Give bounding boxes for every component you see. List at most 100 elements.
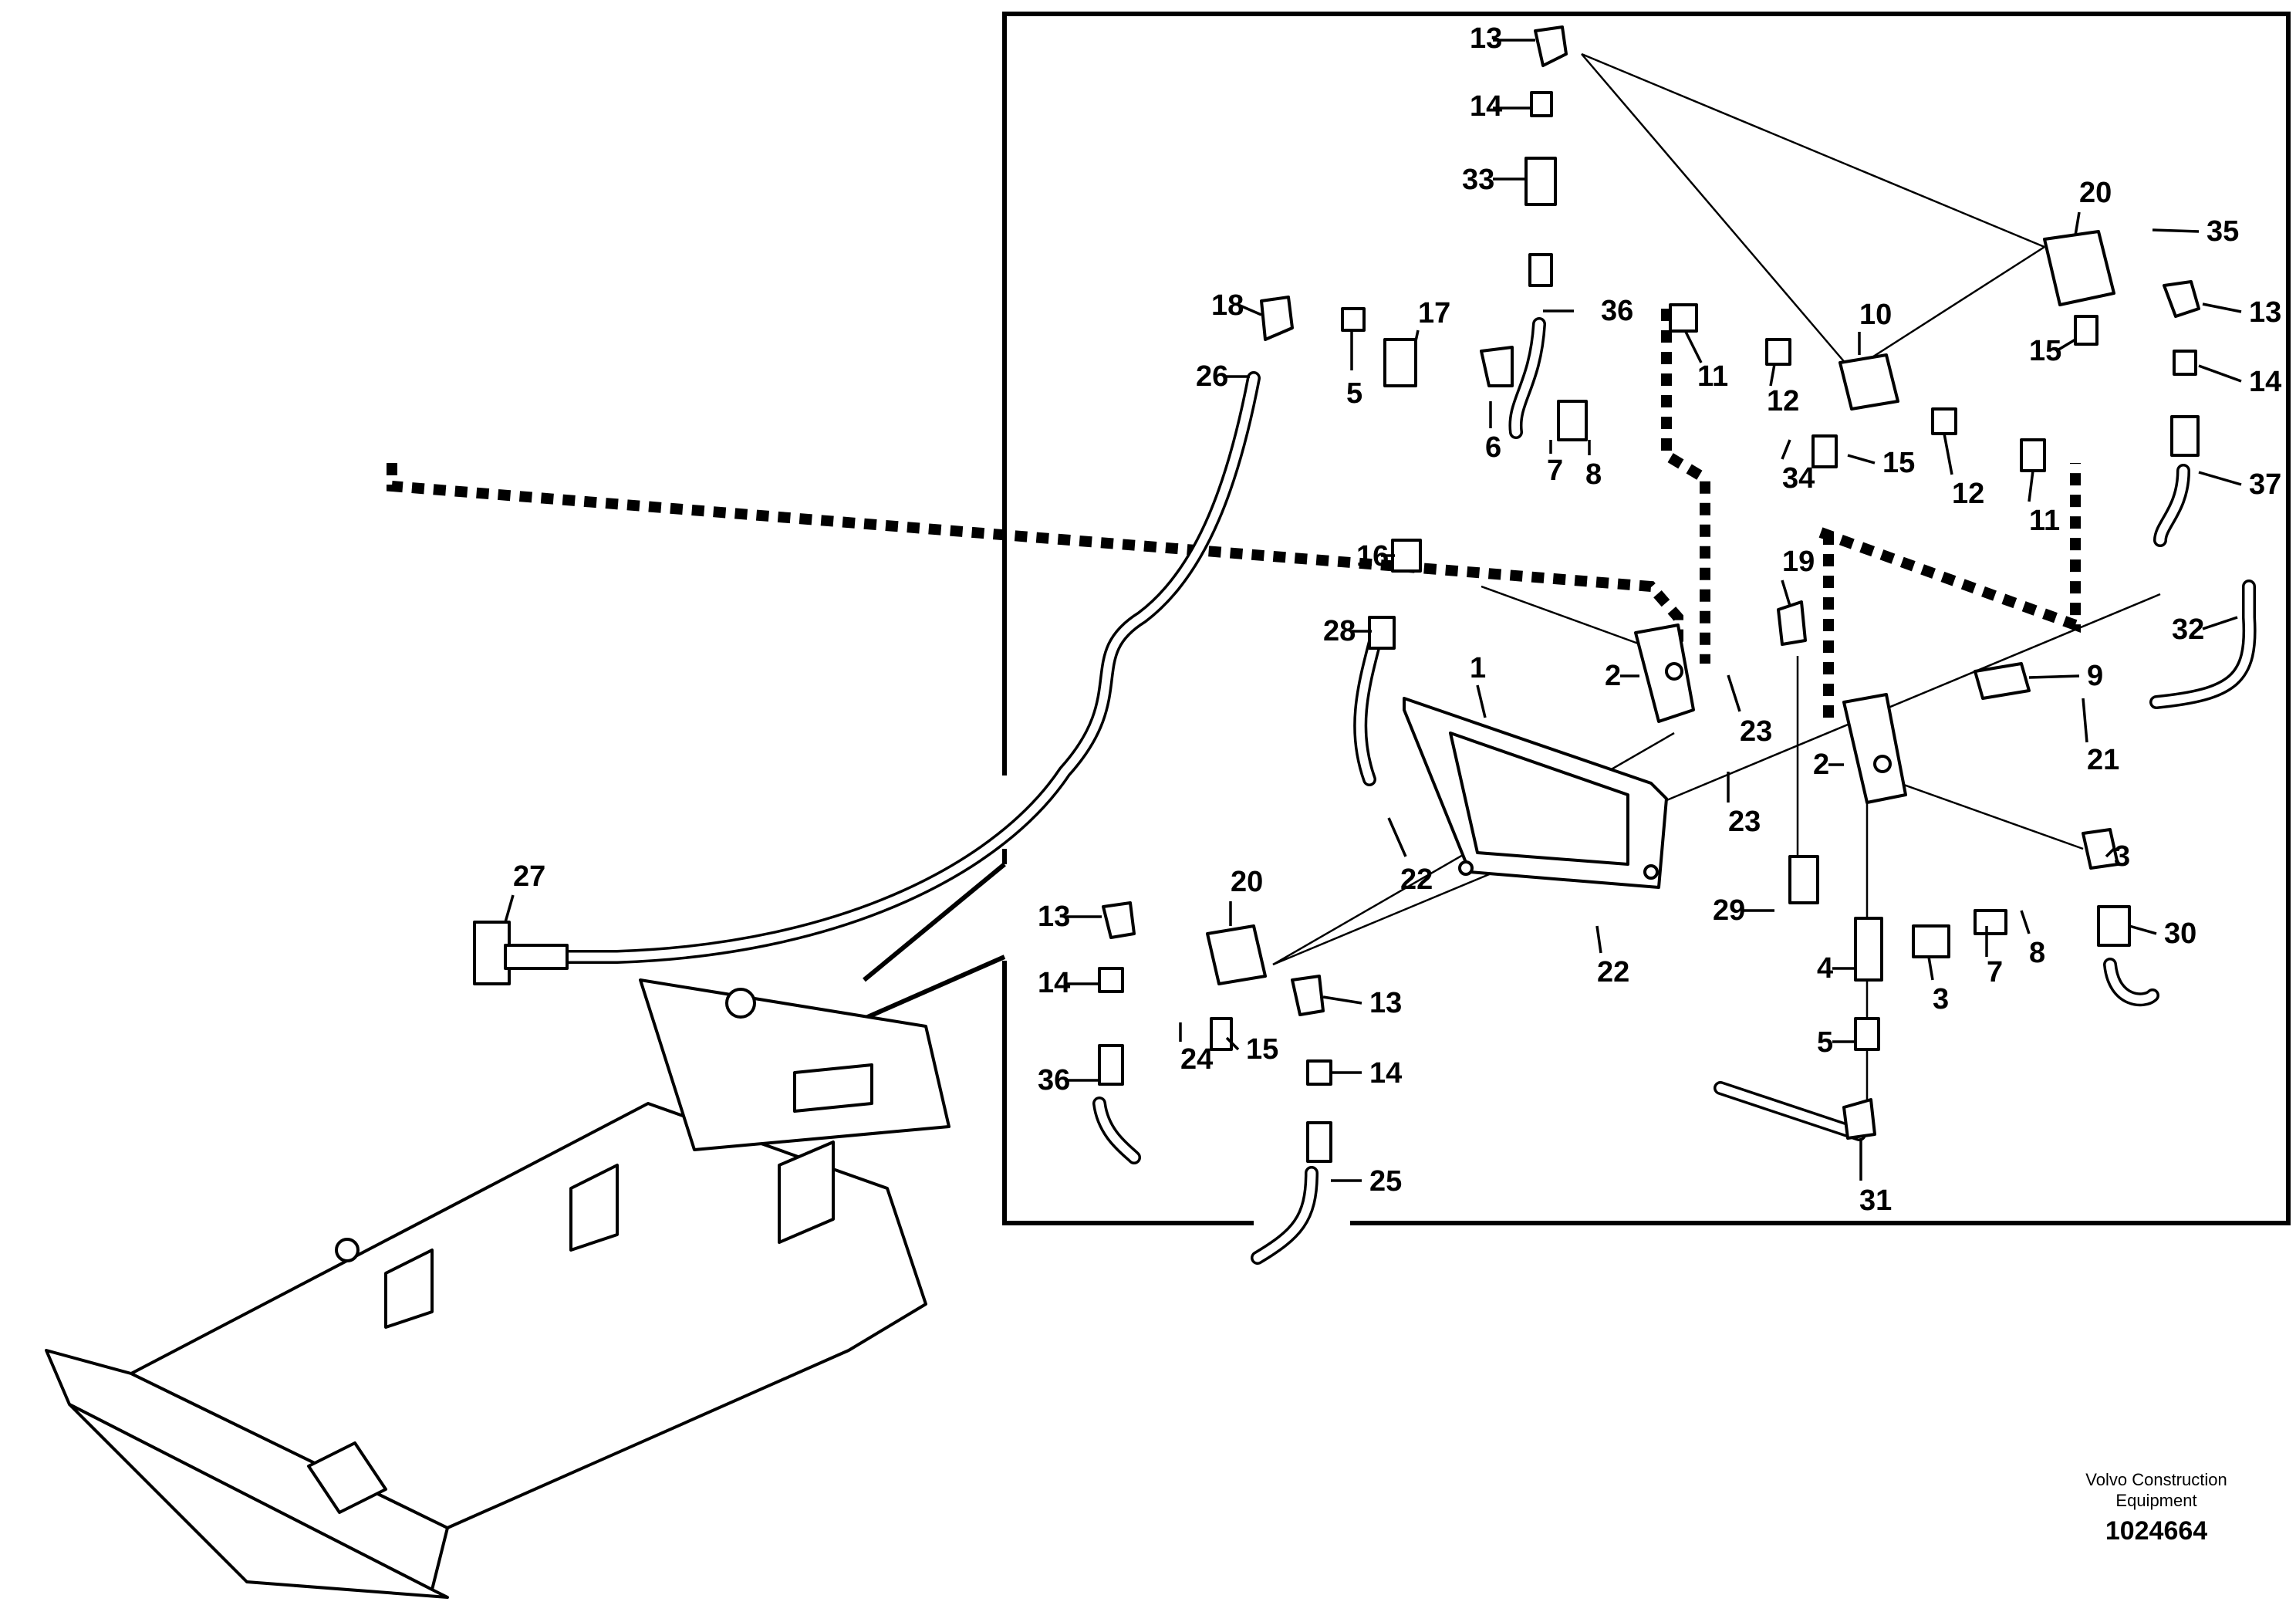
tee-block-center (1838, 353, 1899, 411)
callout-label: 4 (1817, 952, 1833, 985)
callout-label: 2 (1813, 748, 1829, 781)
callout-leader-line (2198, 364, 2242, 383)
callout-label: 10 (1859, 299, 1892, 331)
callout-37: 37 (2198, 468, 2281, 501)
callout-36: 36 (1543, 295, 1633, 327)
callout-27: 27 (504, 860, 545, 923)
callout-28: 28 (1323, 615, 1372, 647)
callout-label: 12 (1767, 385, 1799, 417)
callout-leader-line (1847, 454, 1876, 465)
callout-leader-line (1322, 995, 1362, 1005)
callout-label: 36 (1601, 295, 1633, 327)
callout-11: 11 (1684, 331, 1728, 393)
callout-label: 9 (2087, 660, 2103, 692)
callout-label: 16 (1356, 540, 1389, 573)
callout-leader-line (1927, 956, 1934, 981)
callout-label: 1 (1470, 652, 1486, 684)
callout-label: 22 (1400, 863, 1433, 896)
brand-block: Volvo Construction Equipment 1024664 (2085, 1470, 2227, 1546)
callout-label: 15 (2029, 335, 2061, 367)
tee-block-upper (2043, 230, 2115, 306)
callout-36: 36 (1038, 1064, 1099, 1097)
callout-label: 23 (1740, 715, 1772, 748)
callout-label: 33 (1462, 164, 1494, 196)
callout-15: 15 (2029, 335, 2076, 367)
callout-leader-line (1727, 674, 1741, 712)
callout-leader-line (1781, 580, 1791, 607)
callout-label: 31 (1859, 1184, 1892, 1217)
callout-14: 14 (1331, 1057, 1402, 1090)
callout-5: 5 (1817, 1026, 1855, 1059)
valve-block-upper (1634, 623, 1695, 723)
chassis-frame (45, 978, 950, 1599)
callout-label: 3 (1933, 983, 1949, 1015)
callout-15: 15 (1225, 1033, 1278, 1066)
callout-22: 22 (1387, 817, 1433, 896)
callout-leader-line (2055, 338, 2076, 353)
callout-leader-line (2082, 698, 2088, 743)
callout-31: 31 (1859, 1138, 1892, 1217)
fitting-27 (473, 921, 569, 985)
callout-label: 15 (1882, 447, 1915, 479)
callout-label: 5 (1346, 377, 1362, 410)
callout-2: 2 (1605, 660, 1639, 692)
callout-label: 15 (1246, 1033, 1278, 1066)
callout-29: 29 (1713, 894, 1774, 927)
callout-leader-line (2020, 910, 2031, 934)
callout-5: 5 (1346, 332, 1362, 410)
callout-14: 14 (2198, 364, 2281, 398)
callout-15: 15 (1847, 447, 1915, 479)
callout-leader-line (2202, 616, 2238, 630)
callout-14: 14 (1470, 90, 1531, 123)
callout-33: 33 (1462, 164, 1526, 196)
callout-label: 13 (1470, 22, 1502, 55)
callout-leader-line (2105, 847, 2115, 858)
callout-30: 30 (2129, 917, 2196, 950)
callout-label: 13 (1038, 901, 1070, 933)
callout-label: 6 (1485, 431, 1501, 464)
callout-label: 21 (2087, 744, 2119, 776)
callout-label: 14 (2249, 366, 2281, 398)
callout-label: 8 (1585, 458, 1602, 491)
callout-8: 8 (1585, 440, 1602, 491)
callout-label: 26 (1196, 360, 1228, 393)
callout-9: 9 (2028, 660, 2103, 692)
callout-24: 24 (1179, 1022, 1213, 1076)
callout-12: 12 (1767, 363, 1799, 417)
fittings (1098, 25, 2200, 1163)
brand-line1: Volvo Construction (2085, 1470, 2227, 1489)
detail-frame (863, 12, 2291, 1225)
callout-leader-line (504, 894, 515, 923)
callout-8: 8 (2020, 910, 2045, 969)
callout-32: 32 (2172, 613, 2238, 646)
callout-26: 26 (1196, 360, 1250, 393)
callout-label: 19 (1782, 546, 1815, 578)
callout-leader-line (2198, 471, 2242, 486)
callout-leader-line (2152, 228, 2200, 233)
callout-leader-line (2129, 924, 2157, 935)
tee-block-lower (1206, 924, 1267, 985)
callout-22: 22 (1595, 925, 1629, 988)
mounting-bracket (1403, 697, 1668, 889)
callout-label: 22 (1597, 956, 1629, 988)
callout-leader-line (1595, 925, 1602, 954)
callout-23: 23 (1727, 674, 1772, 748)
callout-label: 32 (2172, 613, 2204, 646)
callout-21: 21 (2082, 698, 2119, 776)
callout-label: 36 (1038, 1064, 1070, 1097)
callout-13: 13 (1470, 22, 1535, 55)
brand-line2: Equipment (2115, 1491, 2196, 1510)
document-number: 1024664 (2105, 1516, 2207, 1546)
callout-label: 20 (2079, 177, 2112, 209)
hoses (549, 317, 2257, 1265)
callout-leader-line (1237, 303, 1262, 316)
callout-3: 3 (1927, 956, 1949, 1015)
callout-23: 23 (1727, 772, 1761, 838)
callout-19: 19 (1781, 546, 1815, 607)
callout-13: 13 (1322, 987, 1402, 1019)
valve-block-lower (1842, 693, 1907, 804)
callout-leader-line (2028, 470, 2034, 502)
callout-7: 7 (1547, 440, 1563, 487)
callout-label: 17 (1418, 297, 1450, 329)
